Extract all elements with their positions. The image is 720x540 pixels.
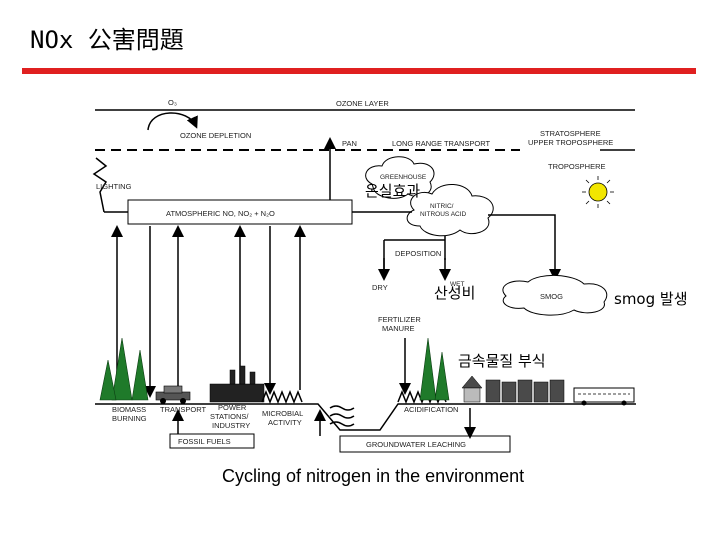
acidification-label: ACIDIFICATION	[404, 405, 458, 414]
nitric-label-2: NITROUS ACID	[420, 211, 467, 218]
ground-line	[95, 403, 636, 431]
stratosphere-label: STRATOSPHERE	[540, 129, 601, 138]
wet-label: WET	[450, 281, 464, 288]
power-label-1: POWER	[218, 403, 247, 412]
long-range-label: LONG RANGE TRANSPORT	[392, 139, 490, 148]
fossil-fuels-label: FOSSIL FUELS	[178, 437, 231, 446]
dry-label: DRY	[372, 283, 388, 292]
metal-corrosion-label: 금속물질 부식	[458, 352, 546, 370]
smog-label: SMOG	[540, 292, 563, 301]
lightning-icon	[92, 157, 108, 213]
smog-occurrence-label: smog 발생	[614, 290, 688, 308]
biomass-label-2: BURNING	[112, 414, 147, 423]
groundwater-label: GROUNDWATER LEACHING	[366, 440, 466, 449]
troposphere-label: TROPOSPHERE	[548, 162, 606, 171]
fertilizer-label-1: FERTILIZER	[378, 315, 421, 324]
atmospheric-label: ATMOSPHERIC NO, NO₂ + N₂O	[166, 209, 275, 218]
greenhouse-effect-label: 온실효과	[365, 182, 421, 200]
tree-icon-right	[419, 337, 450, 401]
groundwater-box	[339, 435, 511, 453]
car-icon	[155, 385, 191, 404]
ozone-depletion-label: OZONE DEPLETION	[180, 131, 251, 140]
diagram-caption: Cycling of nitrogen in the environment	[222, 466, 525, 486]
microbial-label-2: ACTIVITY	[268, 418, 302, 427]
tree-icon	[99, 337, 149, 401]
acid-rain-label: 산성비	[434, 284, 476, 302]
microbial-label-1: MICROBIAL	[262, 409, 303, 418]
houses-icon	[461, 375, 565, 403]
ozone-layer-label: OZONE LAYER	[336, 99, 389, 108]
fertilizer-label-2: MANURE	[382, 324, 415, 333]
nitric-label-1: NITRIC/	[430, 203, 454, 210]
transport-label: TRANSPORT	[160, 405, 207, 414]
page-title: NOx 公害問題	[30, 26, 184, 54]
factory-icon	[209, 365, 265, 403]
fossil-fuels-box	[169, 433, 255, 449]
smog-cloud	[502, 275, 608, 316]
sun-icon	[582, 176, 614, 208]
title-underline	[22, 68, 696, 74]
deposition-label: DEPOSITION	[395, 249, 441, 258]
nitric-acid-cloud	[406, 184, 494, 237]
power-label-3: INDUSTRY	[212, 421, 250, 430]
pan-label: PAN	[342, 139, 357, 148]
lighting-label: LIGHTING	[96, 182, 132, 191]
water-waves	[329, 405, 355, 427]
bus-icon	[573, 387, 635, 406]
power-label-2: STATIONS/	[210, 412, 249, 421]
grass-icon	[261, 389, 303, 405]
upper-troposphere-label: UPPER TROPOSPHERE	[528, 138, 613, 147]
greenhouse-cloud	[365, 156, 435, 199]
o3-label: O₃	[168, 98, 177, 107]
ozone-depletion-arrow	[147, 112, 198, 131]
biomass-label-1: BIOMASS	[112, 405, 146, 414]
greenhouse-label: GREENHOUSE	[380, 174, 427, 181]
